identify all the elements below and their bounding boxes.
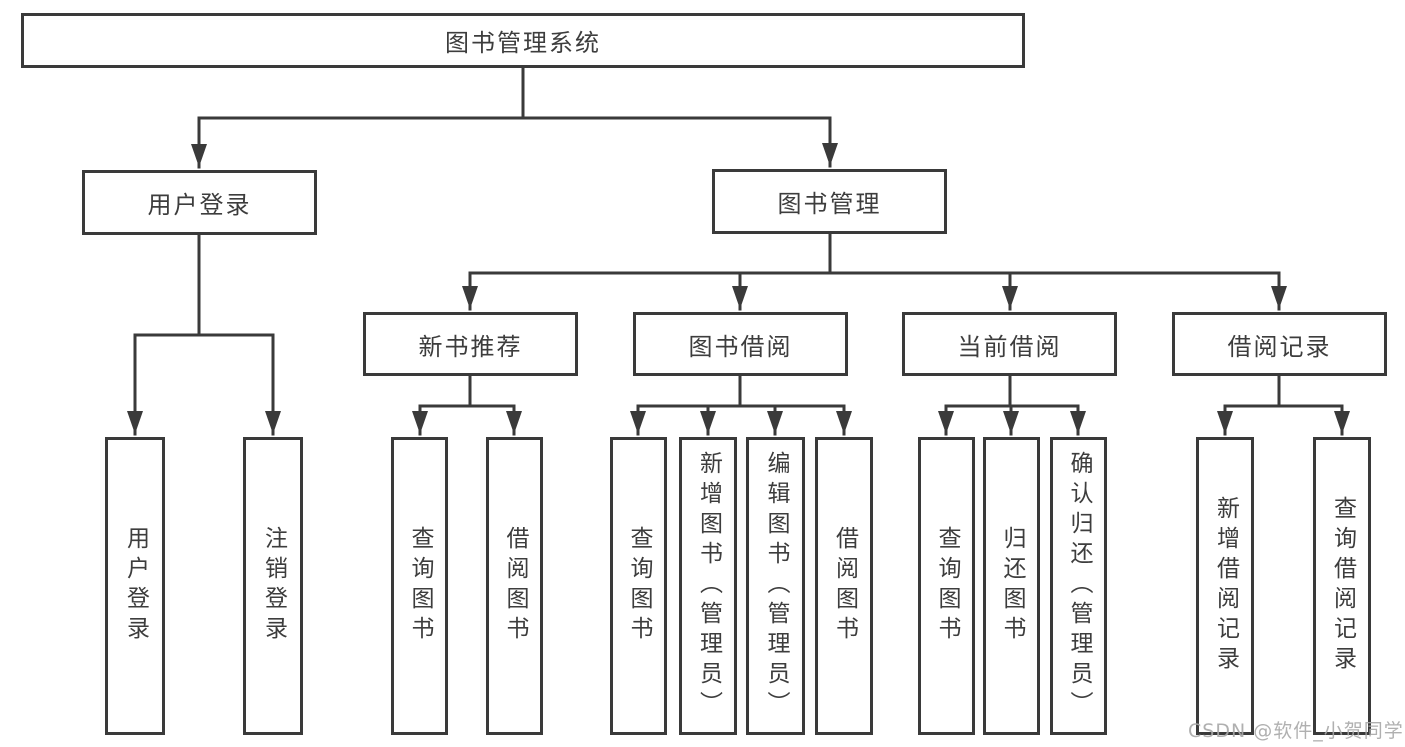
leaf-query-borrow-record: 查询借阅记录 xyxy=(1313,437,1371,735)
node-new-book-recommend: 新书推荐 xyxy=(363,312,578,376)
node-borrow-records: 借阅记录 xyxy=(1172,312,1387,376)
leaf-user-login: 用户登录 xyxy=(105,437,165,735)
leaf-label: 借阅图书 xyxy=(502,526,528,646)
leaf-label: 归还图书 xyxy=(999,526,1025,646)
leaf-query-books-recommend: 查询图书 xyxy=(391,437,448,735)
leaf-add-books-admin: 新增图书（管理员） xyxy=(679,437,737,735)
leaf-label: 查询图书 xyxy=(407,526,433,646)
node-current-borrow: 当前借阅 xyxy=(902,312,1117,376)
leaf-borrow-books: 借阅图书 xyxy=(815,437,873,735)
leaf-label: 新增借阅记录 xyxy=(1212,496,1239,676)
leaf-query-books-current: 查询图书 xyxy=(918,437,975,735)
leaf-edit-books-admin: 编辑图书（管理员） xyxy=(746,437,805,735)
leaf-label: 注销登录 xyxy=(260,526,287,646)
csdn-watermark: CSDN @软件_小贺同学 xyxy=(1188,720,1404,742)
leaf-borrow-books-recommend: 借阅图书 xyxy=(486,437,543,735)
leaf-logout: 注销登录 xyxy=(243,437,303,735)
leaf-confirm-return-admin: 确认归还（管理员） xyxy=(1050,437,1107,735)
node-root-system: 图书管理系统 xyxy=(21,13,1025,68)
leaf-add-borrow-record: 新增借阅记录 xyxy=(1196,437,1254,735)
leaf-label: 借阅图书 xyxy=(831,526,858,646)
leaf-query-books-borrow: 查询图书 xyxy=(610,437,667,735)
node-book-borrow: 图书借阅 xyxy=(633,312,848,376)
leaf-label: 用户登录 xyxy=(122,526,149,646)
leaf-label: 编辑图书（管理员） xyxy=(763,451,789,721)
node-user-login: 用户登录 xyxy=(82,170,317,235)
leaf-label: 查询图书 xyxy=(626,526,652,646)
leaf-label: 查询借阅记录 xyxy=(1329,496,1356,676)
leaf-label: 查询图书 xyxy=(934,526,960,646)
leaf-label: 确认归还（管理员） xyxy=(1066,451,1092,721)
leaf-label: 新增图书（管理员） xyxy=(695,451,722,721)
node-book-management: 图书管理 xyxy=(712,169,947,234)
leaf-return-books: 归还图书 xyxy=(983,437,1040,735)
